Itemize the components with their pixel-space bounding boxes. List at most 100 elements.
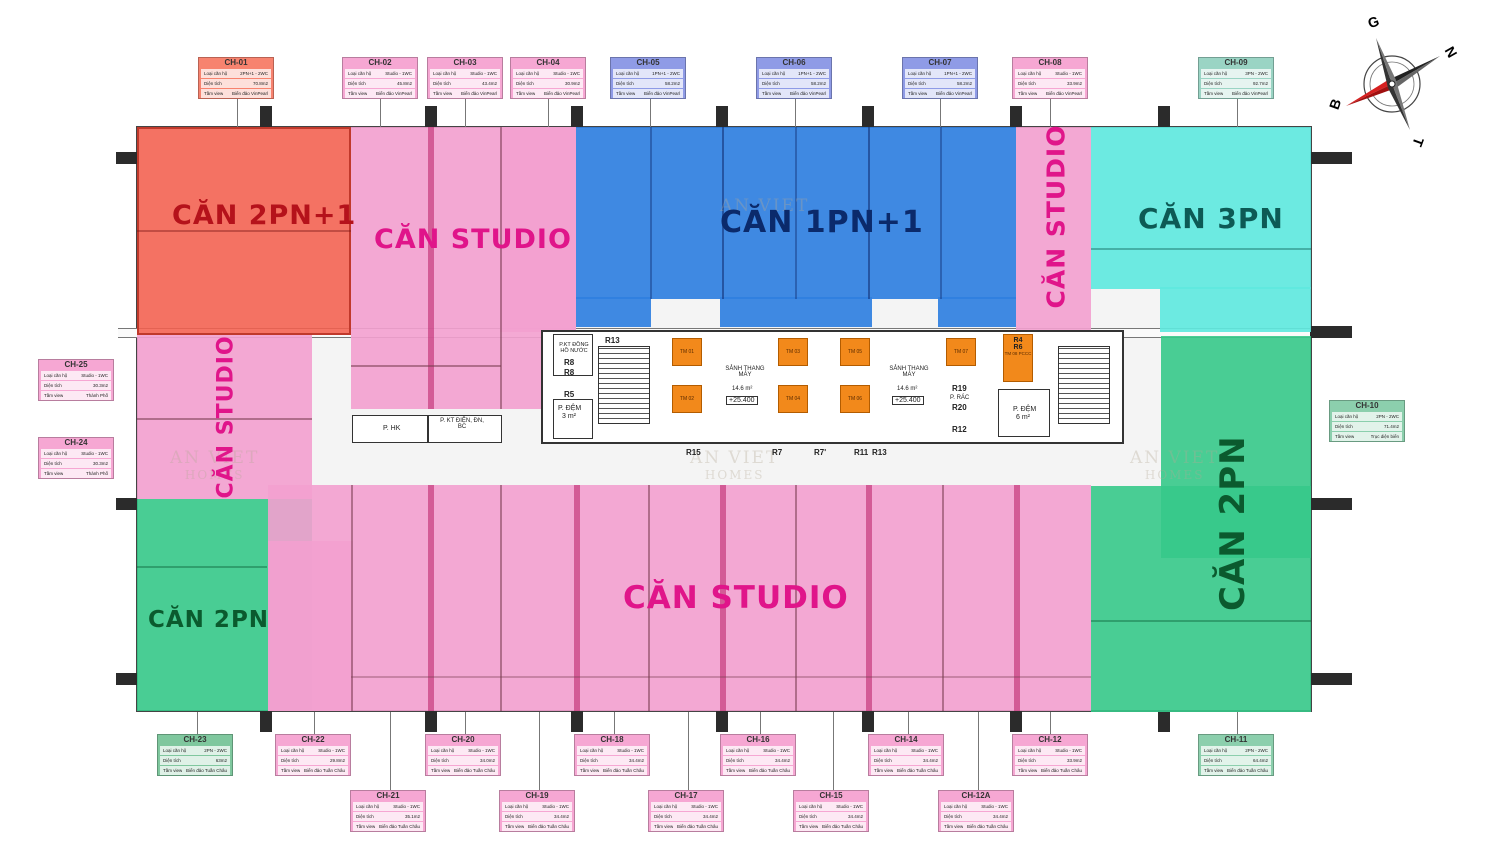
row-label: Loại căn hộ xyxy=(1204,71,1228,76)
row-label: Diện tích xyxy=(944,814,962,819)
room-code: R5 xyxy=(564,390,575,399)
unit-code: CH-18 xyxy=(600,735,624,744)
row-value: 34.4m2 xyxy=(553,814,569,819)
row-value: Studio - 1WC xyxy=(393,804,420,809)
unit-row-type: Loại căn hộ 3PN - 2WC xyxy=(1201,69,1271,78)
row-label: Diện tích xyxy=(431,758,449,763)
leader-line xyxy=(539,712,540,790)
leader-line xyxy=(380,98,381,127)
zone-1pn-plus1-ext[interactable] xyxy=(576,297,651,327)
zone-studio-left[interactable] xyxy=(137,335,312,499)
zone-studio-top-cont[interactable] xyxy=(500,127,576,332)
zone-studio-right[interactable] xyxy=(1016,127,1091,332)
zone-studio-bottom[interactable] xyxy=(268,485,1091,711)
row-label: Loại căn hộ xyxy=(726,748,750,753)
unit-code: CH-22 xyxy=(301,735,325,744)
room-code: R11 xyxy=(854,448,869,457)
fin xyxy=(571,106,583,128)
row-label: Loại căn hộ xyxy=(616,71,640,76)
zone-title-2pn-plus1: CĂN 2PN+1 xyxy=(172,200,357,231)
partition xyxy=(351,676,1091,678)
row-value: 34.4m2 xyxy=(702,814,718,819)
zone-1pn-plus1[interactable] xyxy=(576,127,1016,299)
room-p-dem-1 xyxy=(553,399,593,439)
zone-3pn-ext[interactable] xyxy=(1160,287,1311,332)
row-label: Diện tích xyxy=(163,758,181,763)
row-value: Biển đảo Tuần Châu xyxy=(676,824,718,829)
row-value: 34.4m2 xyxy=(628,758,644,763)
row-label: Loại căn hộ xyxy=(908,71,932,76)
row-label: Tầm view xyxy=(1018,768,1038,773)
zone-studio-bottom-lip[interactable] xyxy=(268,541,353,711)
row-label: Diện tích xyxy=(356,814,374,819)
row-label: Tầm view xyxy=(1204,91,1224,96)
zone-title-studio-right: CĂN STUDIO xyxy=(1041,124,1071,309)
row-label: Diện tích xyxy=(908,81,926,86)
unit-code: CH-20 xyxy=(451,735,475,744)
row-label: Tầm view xyxy=(431,768,451,773)
row-label: Tầm view xyxy=(348,91,368,96)
row-value: 35.1m2 xyxy=(404,814,420,819)
row-value: Biển đảo Tuần Châu xyxy=(1226,768,1268,773)
row-label: Diện tích xyxy=(1018,81,1036,86)
row-value: 58.2m2 xyxy=(664,81,680,86)
row-value: Studio - 1WC xyxy=(911,748,938,753)
row-label: Diện tích xyxy=(44,383,62,388)
lift-label: TM 08 PCCC xyxy=(1004,351,1032,356)
row-value: 34.4m2 xyxy=(922,758,938,763)
row-label: Tầm view xyxy=(505,824,525,829)
zone-1pn-plus1-ext[interactable] xyxy=(938,297,1016,327)
row-value: 2PN - 2WC xyxy=(1376,414,1399,419)
leader-line xyxy=(978,712,979,790)
fin xyxy=(716,710,728,732)
zone-1pn-plus1-ext[interactable] xyxy=(720,297,872,327)
partition xyxy=(942,485,944,711)
lift-tm05: TM 05 xyxy=(840,338,870,366)
zone-2pn-plus1[interactable] xyxy=(137,127,351,335)
unit-code: CH-05 xyxy=(636,58,660,67)
zone-3pn[interactable] xyxy=(1091,127,1311,289)
row-label: Tầm view xyxy=(1335,434,1355,439)
fin xyxy=(1310,152,1352,164)
row-value: Studio - 1WC xyxy=(468,748,495,753)
zone-2pn-right-ext[interactable] xyxy=(1091,486,1311,712)
row-value: 3PN - 2WC xyxy=(1245,71,1268,76)
row-value: Biển đảo Tuần Châu xyxy=(821,824,863,829)
row-label: Tầm view xyxy=(204,91,224,96)
